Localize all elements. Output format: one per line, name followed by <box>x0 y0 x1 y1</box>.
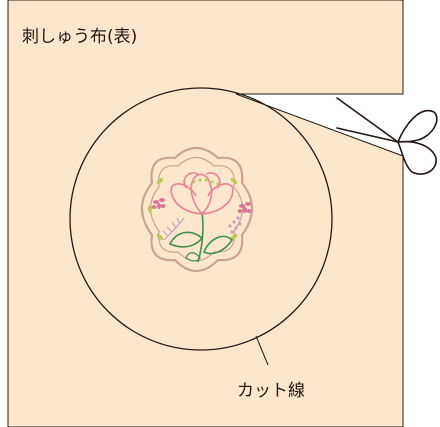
scissors-icon <box>336 97 438 175</box>
cut-line-label: カット線 <box>237 381 305 401</box>
sprig-right <box>228 216 242 234</box>
leaf-left <box>168 231 204 248</box>
sprig-left <box>162 217 185 241</box>
leaf-right <box>202 235 234 255</box>
leaf-small <box>185 252 201 262</box>
flower-dots <box>192 178 220 186</box>
embroidery-motif <box>140 146 254 273</box>
motif-frame-inner <box>149 156 244 262</box>
main-flower <box>170 172 234 215</box>
fabric-label: 刺しゅう布(表) <box>22 27 137 47</box>
cut-line-circle <box>69 87 333 351</box>
blossom-right <box>237 202 252 213</box>
blossom-left <box>151 198 166 209</box>
cut-line-leader <box>255 335 269 366</box>
motif-frame-outer <box>140 146 254 273</box>
